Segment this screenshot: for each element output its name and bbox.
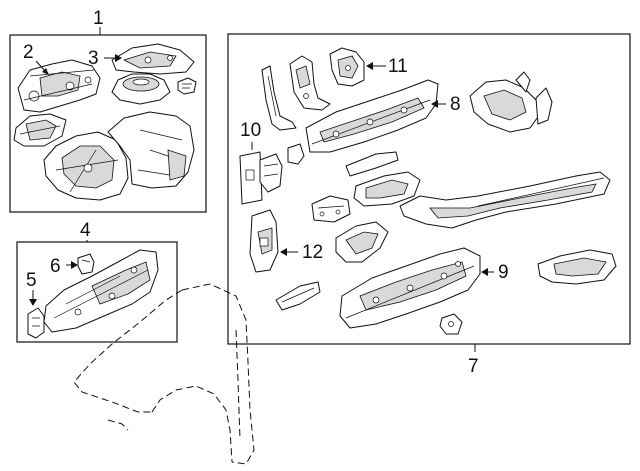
callout-2: 2 [23,42,34,63]
callout-1: 1 [93,8,104,29]
callout-2-arrow [42,68,49,75]
upper-bracket[interactable] [289,55,331,111]
tall-bracket[interactable] [261,65,297,131]
group-7-frame [227,33,631,345]
part-6-bracket[interactable] [77,253,95,275]
callout-6-arrow [71,261,78,269]
group-1-frame [9,34,207,213]
angled-bracket[interactable] [335,221,389,263]
group-4-frame [16,241,178,343]
wheelhouse-inner[interactable] [43,131,129,201]
callout-7: 7 [468,356,479,377]
callout-8: 8 [450,94,461,115]
callout-9-arrow [481,268,488,276]
support-bracket[interactable] [259,143,305,193]
callout-10: 10 [240,120,261,141]
crossmember-upper[interactable] [469,71,553,133]
apron-panel[interactable] [107,111,195,189]
part-8-rail[interactable] [305,79,439,153]
box-bracket[interactable] [311,195,351,223]
strut-tower-top[interactable] [111,73,171,105]
callout-12: 12 [302,242,323,263]
slim-bar[interactable] [345,151,399,177]
part-5-bracket[interactable] [27,307,45,339]
callout-6: 6 [50,256,61,277]
lower-reinforcement[interactable] [13,113,67,147]
part-11-bracket[interactable] [329,47,365,87]
callout-9: 9 [498,262,509,283]
callout-3: 3 [88,48,99,69]
callout-11: 11 [388,56,408,77]
part-2-bracket[interactable] [17,59,101,113]
callout-5: 5 [26,270,37,291]
group-7: 7 11 8 [227,33,631,377]
callout-4: 4 [80,220,91,241]
callout-11-arrow [366,62,373,70]
callout-3-arrow [115,54,122,62]
fender-outline [73,283,255,465]
mid-rail[interactable] [353,171,421,207]
callout-8-arrow [431,100,438,108]
part-9-rail[interactable] [339,247,481,329]
group-1: 1 2 3 [9,8,207,213]
short-bar[interactable] [275,281,321,311]
floor-rail[interactable] [399,171,611,229]
bottom-clip[interactable] [439,313,463,335]
small-clip[interactable] [177,77,197,95]
part-12-bracket[interactable] [249,209,279,273]
part-10-plate[interactable] [239,151,263,205]
callout-5-arrow [29,299,37,306]
group-4: 4 6 5 [16,220,178,343]
callout-12-arrow [280,248,287,256]
part-3-panel[interactable] [111,43,195,75]
side-rail[interactable] [43,249,159,333]
right-bracket[interactable] [537,249,617,285]
